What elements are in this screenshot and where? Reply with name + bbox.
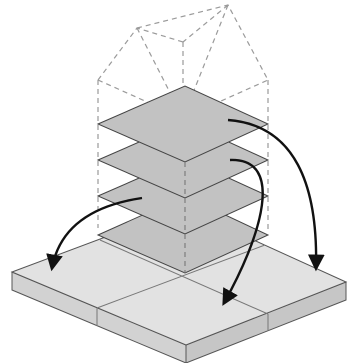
base-tile-divider-2 (99, 239, 269, 315)
arrow-top-to-right-tile (227, 118, 325, 272)
curved-arrows (46, 118, 325, 306)
base-plate (10, 207, 348, 363)
base-tile-divider-1 (96, 244, 266, 309)
arrow-left-to-front-tile (46, 196, 143, 272)
floor-plate-4 (96, 85, 270, 163)
floor-plates (96, 85, 270, 274)
arrow-middle-to-front-tile (222, 158, 264, 306)
